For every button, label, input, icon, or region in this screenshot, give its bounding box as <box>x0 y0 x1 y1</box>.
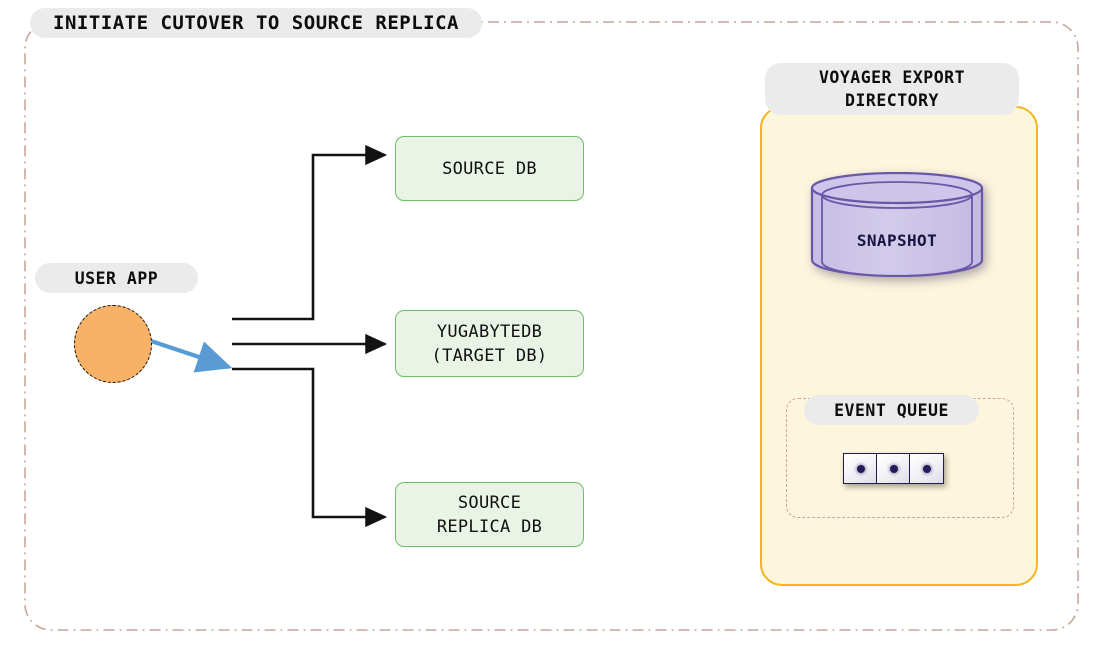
connector-to-replica-db <box>232 367 388 528</box>
db-node-source-db[interactable]: SOURCE DB <box>395 136 584 201</box>
voyager-title-line1: VOYAGER EXPORT <box>818 68 966 87</box>
event-queue-cells <box>843 453 945 484</box>
db-label-line1: SOURCE <box>457 492 522 513</box>
db-label-line1: SOURCE DB <box>442 158 537 179</box>
connector-to-source-db <box>232 144 388 321</box>
user-app-node[interactable] <box>74 305 152 383</box>
db-label-line2: (TARGET DB) <box>431 345 548 366</box>
db-label-line1: YUGABYTEDB <box>436 321 543 342</box>
voyager-title-line2: DIRECTORY <box>845 91 939 110</box>
voyager-export-directory-label: VOYAGER EXPORT DIRECTORY <box>765 63 1019 115</box>
db-label-line2: REPLICA DB <box>436 516 543 537</box>
event-queue-cell[interactable] <box>876 453 912 484</box>
event-dot-icon <box>922 464 931 473</box>
event-queue-cell[interactable] <box>909 453 945 484</box>
db-node-target-db[interactable]: YUGABYTEDB (TARGET DB) <box>395 310 584 377</box>
snapshot-cylinder-icon[interactable] <box>810 172 984 277</box>
db-node-replica-db[interactable]: SOURCE REPLICA DB <box>395 482 584 547</box>
snapshot-label: SNAPSHOT <box>856 231 938 250</box>
event-queue-cell[interactable] <box>843 453 878 484</box>
event-dot-icon <box>856 464 865 473</box>
event-queue-label: EVENT QUEUE <box>804 395 979 425</box>
user-app-label: USER APP <box>35 263 198 293</box>
page-title: INITIATE CUTOVER TO SOURCE REPLICA <box>30 8 482 38</box>
event-dot-icon <box>889 464 898 473</box>
user-app-active-arrow <box>150 339 233 373</box>
